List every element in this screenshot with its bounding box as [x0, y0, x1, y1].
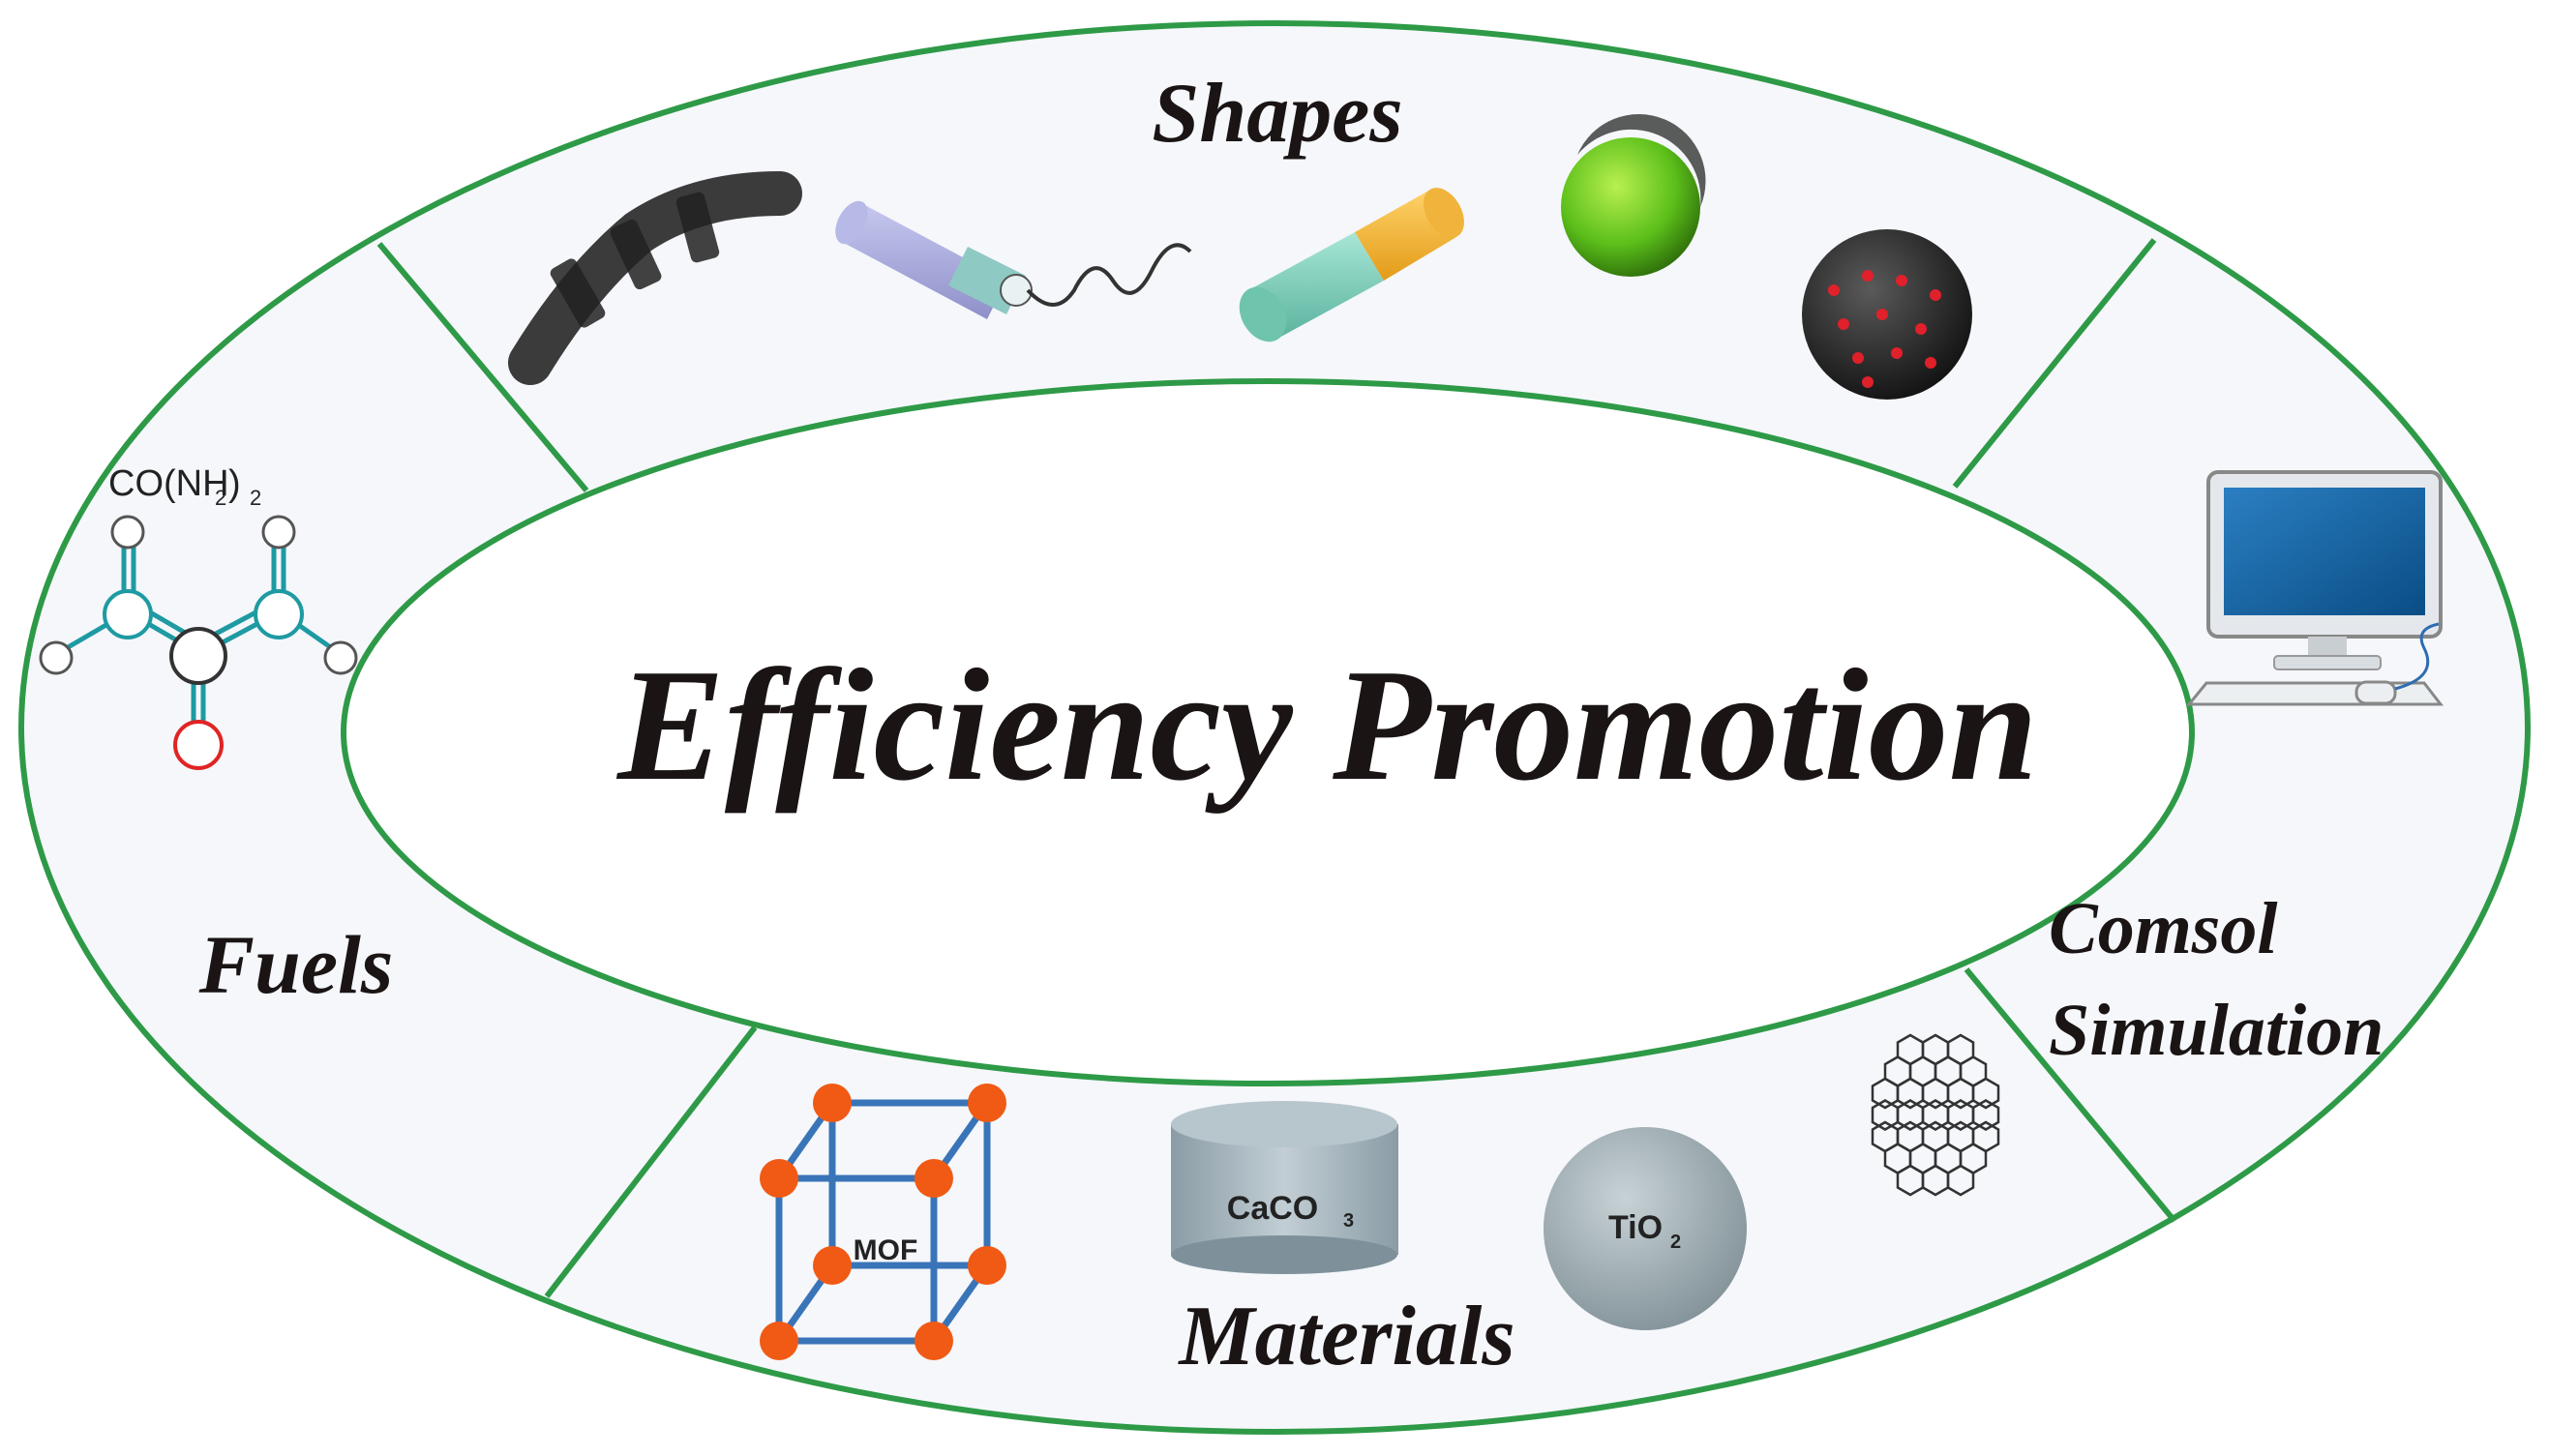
materials-label: Materials [1177, 1290, 1514, 1383]
urea-formula-sub2: 2 [250, 486, 261, 510]
green-sphere-icon [1561, 113, 1706, 277]
computer-monitor-icon [2185, 470, 2444, 706]
simulation-label-line1: Comsol [2049, 888, 2278, 969]
urea-molecule-icon: CO(NH 2 ) 2 [39, 463, 358, 770]
inner-ellipse [341, 378, 2195, 1086]
graphene-hexagon [1971, 1077, 2000, 1110]
fuels-label: Fuels [198, 918, 394, 1011]
graphene-hexagon [1971, 1099, 2000, 1131]
tio2-sub: 2 [1670, 1232, 1681, 1253]
dotted-sphere-icon [1802, 229, 1972, 400]
urea-formula-main: CO(NH [108, 463, 229, 504]
urea-formula-paren: ) [228, 463, 241, 504]
divider-top-left [376, 242, 589, 492]
two-tone-rod-icon [1239, 188, 1464, 342]
divider-top-right [1952, 238, 2157, 489]
caco3-sub: 3 [1343, 1210, 1354, 1232]
coil-icon [508, 171, 802, 385]
tio2-sphere-icon: TiO 2 [1544, 1127, 1747, 1330]
urea-formula-sub: 2 [215, 486, 226, 510]
tio2-label: TiO [1608, 1209, 1663, 1246]
divider-bottom-left [544, 1025, 758, 1298]
divider-bottom-right [1964, 967, 2177, 1223]
graphene-lattice-icon [1871, 1033, 2000, 1197]
nanotube-with-tail-icon [835, 200, 1192, 319]
shapes-label: Shapes [1152, 67, 1402, 161]
graphene-hexagon [1946, 1164, 1975, 1197]
mof-label: MOF [854, 1234, 918, 1266]
caco3-label: CaCO [1227, 1190, 1318, 1227]
center-title: Efficiency Promotion [615, 636, 2038, 814]
simulation-label-line2: Simulation [2049, 990, 2384, 1071]
mof-cube-icon: MOF [760, 1084, 1006, 1360]
caco3-disc-icon: CaCO 3 [1171, 1101, 1398, 1274]
